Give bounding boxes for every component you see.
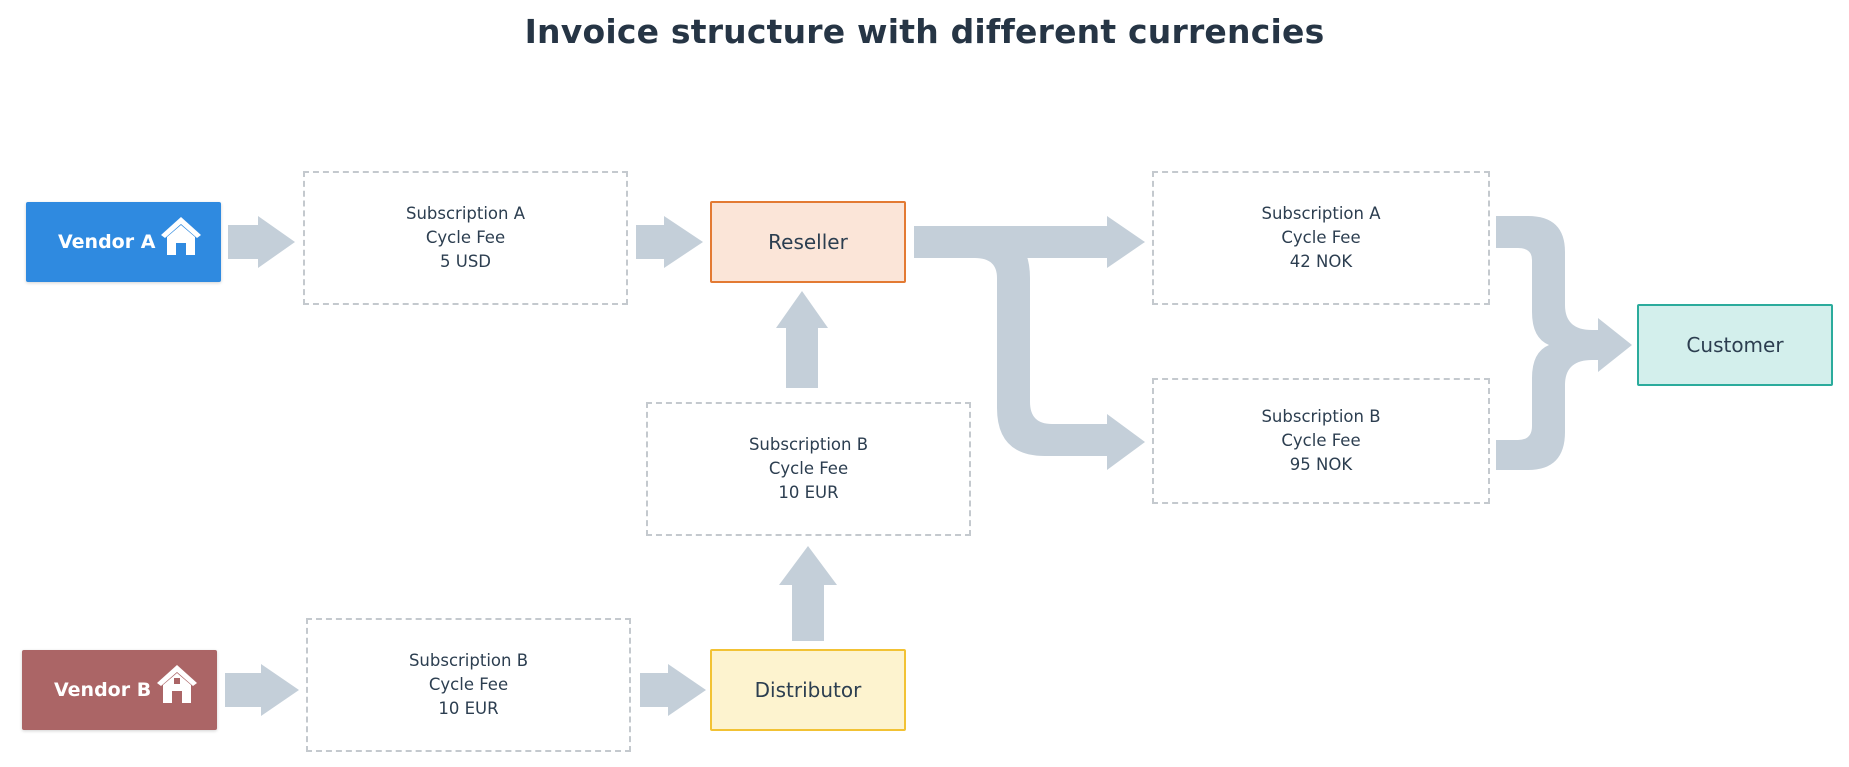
fee-amount: 10 EUR bbox=[438, 699, 499, 718]
arrow-reseller-to-sub-a-customer bbox=[914, 216, 1145, 268]
customer-label: Customer bbox=[1686, 333, 1784, 357]
cycle-fee-label: Cycle Fee bbox=[768, 459, 849, 478]
subscription-b-customer-box: Subscription B Cycle Fee 95 NOK bbox=[1152, 378, 1490, 504]
vendor-b-label: Vendor B bbox=[54, 679, 152, 701]
subscription-a-customer-box: Subscription A Cycle Fee 42 NOK bbox=[1152, 171, 1490, 305]
fee-amount: 5 USD bbox=[440, 252, 491, 271]
reseller-label: Reseller bbox=[768, 230, 848, 254]
reseller-node: Reseller bbox=[710, 201, 906, 283]
distributor-label: Distributor bbox=[754, 678, 862, 702]
cycle-fee-label: Cycle Fee bbox=[428, 675, 509, 694]
arrow-sub-a-to-reseller bbox=[636, 216, 703, 268]
subscription-a-vendor-box: Subscription A Cycle Fee 5 USD bbox=[303, 171, 628, 305]
subscription-name: Subscription B bbox=[408, 651, 529, 670]
subscription-b-mid-box: Subscription B Cycle Fee 10 EUR bbox=[646, 402, 971, 536]
fee-amount: 42 NOK bbox=[1289, 252, 1353, 271]
subscription-b-vendor-box: Subscription B Cycle Fee 10 EUR bbox=[306, 618, 631, 752]
customer-node: Customer bbox=[1637, 304, 1833, 386]
vendor-b-node: Vendor B bbox=[22, 650, 217, 730]
subscription-name: Subscription A bbox=[405, 204, 526, 223]
arrow-sub-b-to-distributor bbox=[640, 664, 706, 716]
subscription-name: Subscription B bbox=[748, 435, 869, 454]
arrow-sub-b-mid-up bbox=[776, 291, 828, 388]
cycle-fee-label: Cycle Fee bbox=[1281, 228, 1361, 247]
fee-amount: 10 EUR bbox=[778, 483, 839, 502]
house-icon bbox=[161, 217, 201, 255]
cycle-fee-label: Cycle Fee bbox=[425, 228, 506, 247]
vendor-a-label: Vendor A bbox=[58, 231, 156, 253]
vendor-a-node: Vendor A bbox=[26, 202, 221, 282]
fee-amount: 95 NOK bbox=[1289, 455, 1353, 474]
subscription-name: Subscription A bbox=[1261, 204, 1381, 223]
arrow-vendor-a-to-sub-a bbox=[228, 216, 295, 268]
arrow-distributor-up bbox=[779, 546, 837, 641]
arrow-merge-to-customer bbox=[1496, 216, 1632, 470]
arrow-reseller-to-sub-b-customer bbox=[975, 226, 1145, 470]
distributor-node: Distributor bbox=[710, 649, 906, 731]
cycle-fee-label: Cycle Fee bbox=[1281, 431, 1361, 450]
arrow-vendor-b-to-sub-b bbox=[225, 664, 299, 716]
subscription-name: Subscription B bbox=[1261, 407, 1381, 426]
diagram-title: Invoice structure with different currenc… bbox=[524, 12, 1325, 51]
house-icon bbox=[157, 665, 197, 703]
